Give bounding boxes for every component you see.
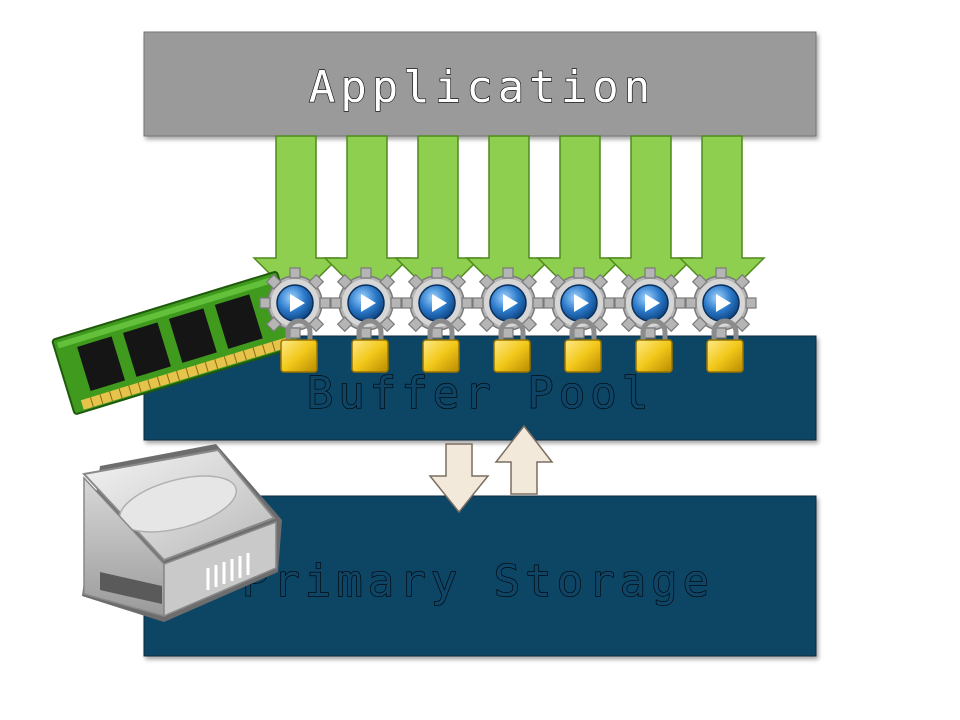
request-arrows [252,135,766,302]
application-box [143,31,817,137]
up-arrow [494,424,554,495]
gear-play-icon [472,267,544,339]
gear-play-icon [543,267,615,339]
gear-play-icon [401,267,473,339]
gear-play-icon [685,267,757,339]
buffer-pool-label: Buffer Pool [307,368,653,419]
down-arrow [428,443,490,514]
worker-gears [259,267,757,339]
hard-drive-icon [82,444,282,622]
gear-play-icon [259,267,331,339]
gear-play-icon [330,267,402,339]
gear-play-icon [614,267,686,339]
ram-module-icon [51,271,300,415]
primary-storage-label: Primary Storage [242,556,714,607]
application-label: Application [309,62,655,113]
